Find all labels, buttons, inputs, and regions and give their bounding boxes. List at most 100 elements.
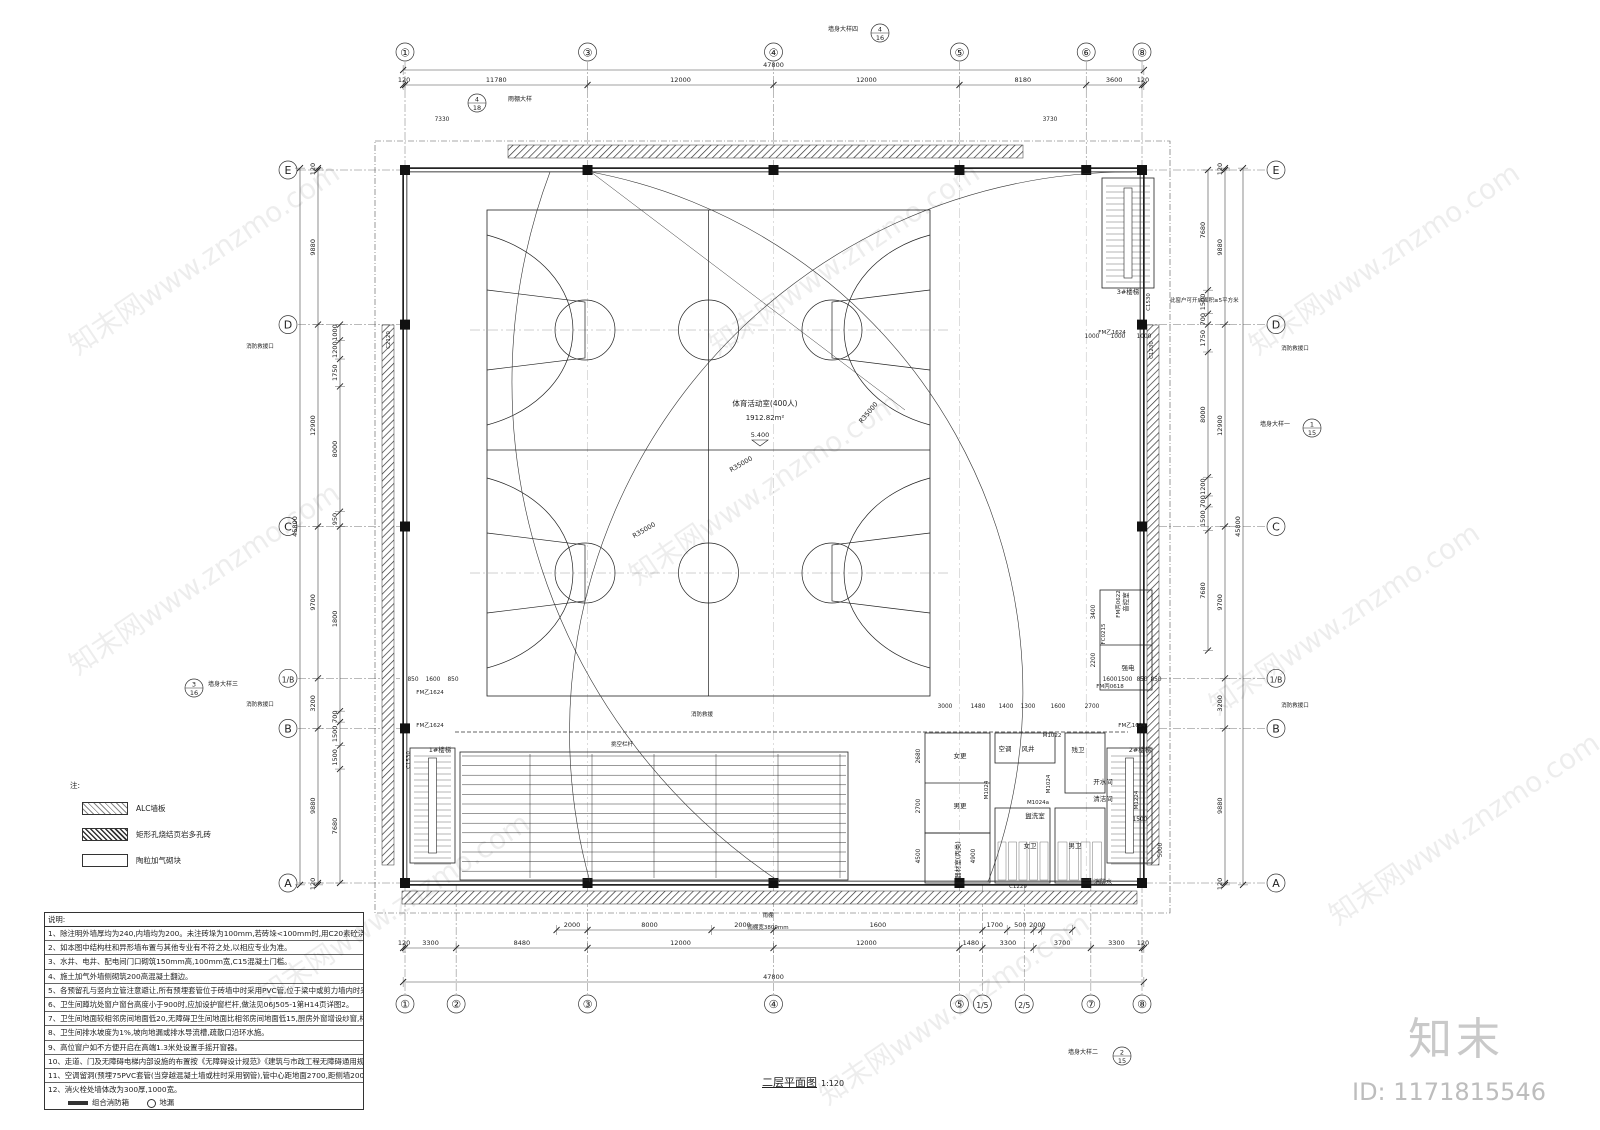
grid-col-label-bottom: 2/5	[1018, 1001, 1030, 1010]
interior-dim-label: 1000	[1137, 334, 1152, 340]
stair-2-well	[1125, 757, 1134, 854]
wc-cubicle	[1092, 841, 1102, 881]
interior-dim-label: 3000	[938, 704, 953, 710]
court-key-left	[486, 532, 586, 614]
detail-bubble-top: 4	[475, 96, 479, 104]
fire-box-icon	[68, 1101, 88, 1106]
notes-footer-firebox: 组合消防箱	[92, 1098, 129, 1108]
interior-dim-label: 1500	[1133, 817, 1148, 823]
detail-bubble-top: 3	[192, 681, 196, 689]
dim-left-sub-label: 8000	[331, 441, 339, 458]
court-3pt-right	[843, 234, 931, 426]
grid-row-bubble-right	[1266, 315, 1286, 334]
dim-right-sub-label: 7680	[1199, 582, 1207, 599]
grid-col-label-bottom: ⑤	[955, 998, 965, 1011]
legend-item-brick: 矩形孔烧结页岩多孔砖	[82, 828, 282, 841]
stair-2	[1106, 747, 1153, 864]
structural-column	[768, 878, 779, 888]
misc-label: 消防救援口	[246, 342, 274, 350]
note-row: 4、施土加气外墙侧砌筑200高混凝土翻边。	[45, 970, 363, 984]
stair-3-well	[1123, 187, 1133, 279]
level-mark-icon	[751, 439, 769, 447]
door-tag: C1530	[406, 751, 412, 769]
note-row: 1、除注明外墙厚均为240,内墙均为200。未注砖垛为100mm,若砖垛<100…	[45, 927, 363, 942]
interior-dim-label: 2700	[916, 798, 922, 813]
grid-row-bubble-left	[278, 873, 298, 893]
grid-col-bubble-top	[395, 42, 415, 62]
grid-col-label-top: ④	[769, 47, 779, 60]
structural-column	[582, 878, 593, 888]
misc-label: 此窗户可开启面积≥5平方米	[1170, 296, 1239, 304]
dim-left-sub-label: 7680	[331, 818, 339, 835]
watermark-logo: 知末	[1408, 1014, 1504, 1065]
grid-col-label-bottom: ③	[583, 998, 593, 1011]
note-row: 12、消火栓处墙体改为300厚,1000宽。	[48, 1085, 182, 1095]
note-row: 3、水井、电井、配电间门口砌筑150mm高,100mm宽,C15混凝土门槛。	[45, 955, 363, 970]
grid-row-label-right: A	[1272, 877, 1280, 890]
grid-row-label-left: C	[284, 521, 292, 534]
structural-column	[954, 165, 965, 175]
dim-left-total-label: 45800	[291, 516, 299, 537]
grid-col-label-bottom: 1/5	[976, 1001, 988, 1010]
interior-dim-label: 2680	[916, 748, 922, 763]
dim-right-sub-label: 700	[1199, 313, 1207, 325]
female-change-label: 女更	[954, 751, 968, 760]
grid-row-bubble-right	[1266, 160, 1286, 180]
door-tag: FM乙1624	[416, 722, 444, 729]
dim-bottom-label: 3300	[1000, 939, 1017, 947]
misc-label: 挑空栏杆	[611, 740, 634, 748]
dim-bottom-label: 12000	[856, 939, 877, 947]
grid-row-bubble-left	[278, 517, 298, 536]
grid-row-label-left: D	[284, 319, 292, 332]
grid-row-bubble-left	[278, 160, 298, 180]
dim-right-sub-label: 1750	[1199, 330, 1207, 347]
ac-shaft-block	[994, 732, 1056, 764]
notes-footer: 组合消防箱 地漏	[45, 1096, 363, 1109]
grid-col-bubble-bottom	[395, 994, 415, 1014]
structural-column	[1081, 165, 1092, 175]
detail-bubble-bottom: 18	[473, 104, 481, 112]
note-row: 5、各预留孔与竖向立管注意避让,所有预埋套管位于砖墙中时采用PVC管,位于梁中或…	[45, 984, 363, 998]
dim-right-sub-label: 1500	[1199, 510, 1207, 527]
door-tag: FM乙1624	[1118, 722, 1146, 729]
equipment-room	[924, 832, 991, 884]
misc-label: 消防救援	[691, 710, 714, 718]
interior-dim-label: 2200	[1091, 652, 1097, 667]
interior-dim-label: 850	[1150, 677, 1161, 683]
dim-bottom-total-label: 47800	[763, 973, 784, 981]
cleaning-room-label: 盥洗室	[1025, 811, 1045, 820]
dim-left-sub-label: 1200	[331, 341, 339, 358]
structural-column	[1137, 878, 1147, 888]
legend-title: 注:	[70, 781, 81, 790]
dim-bottom-sub-label: 8000	[641, 921, 658, 929]
interior-dim-label: 1000	[1085, 334, 1100, 340]
dim-left-sub-label: 1500	[331, 749, 339, 766]
detail-callout-text: 墙身大样四	[828, 25, 858, 33]
grid-col-label-top: ⑧	[1137, 47, 1147, 60]
dim-left-sub-label: 1750	[331, 364, 339, 381]
stair-3-label: 3#楼梯	[1117, 287, 1140, 296]
interior-dim-label: 1480	[971, 704, 986, 710]
grid-row-label-left: E	[285, 164, 292, 177]
detail-bubble-top: 4	[878, 26, 882, 34]
ac-room-label: 空调	[999, 744, 1012, 753]
detail-callout-text: 雨棚大样	[508, 95, 532, 103]
female-wc-label: 女卫	[1024, 841, 1038, 850]
court-3pt-left	[486, 234, 574, 426]
dim-bottom-label: 120	[398, 939, 410, 947]
male-change-label: 男更	[954, 802, 968, 810]
fire-valve-label: 消防水	[1094, 878, 1112, 886]
dim-bottom-sub-label: 2000	[734, 921, 751, 929]
court-3pt-left	[486, 477, 574, 669]
interior-dim-label: 4500	[916, 848, 922, 863]
dim-bottom-label: 8480	[514, 939, 531, 947]
detail-bubble-bottom: 15	[1308, 429, 1316, 437]
interior-dim-label: 2700	[1085, 704, 1100, 710]
accessible-wc	[1064, 732, 1106, 794]
grid-col-bubble-bottom	[1081, 994, 1101, 1014]
grid-row-bubble-right	[1266, 719, 1286, 738]
grid-col-bubble-bottom	[973, 994, 992, 1014]
radius-leader-1	[590, 171, 906, 411]
interior-dim-label: 1400	[999, 704, 1014, 710]
bleacher-area	[459, 751, 849, 881]
